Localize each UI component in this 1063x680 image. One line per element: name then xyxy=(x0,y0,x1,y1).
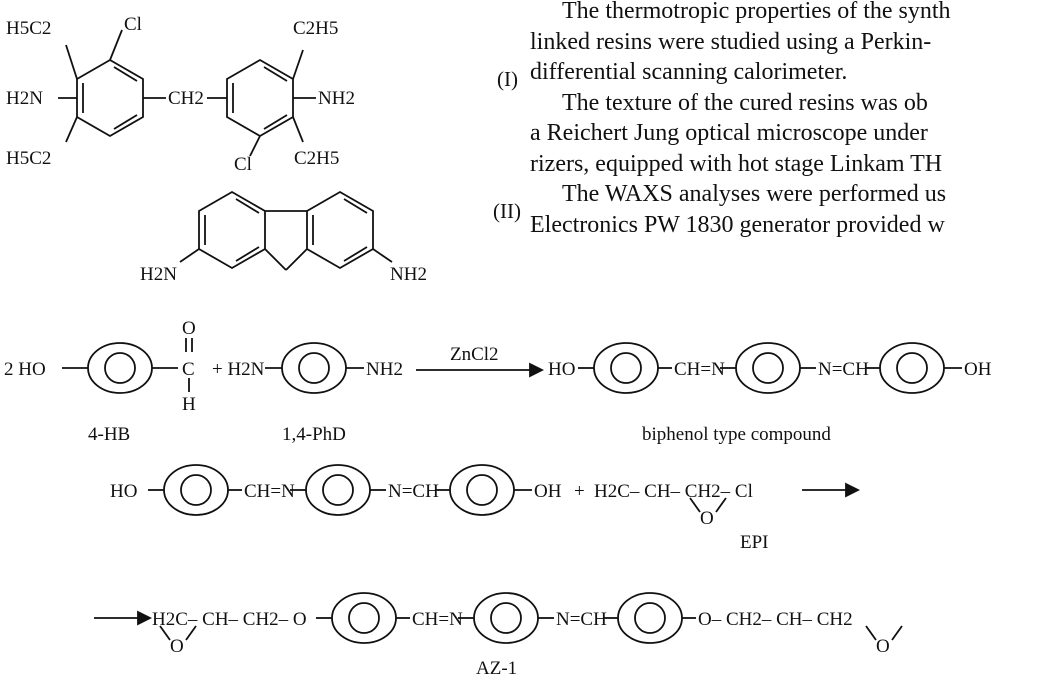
az-left-fragment: H2C– CH– CH2– O xyxy=(152,609,307,630)
structure-i-left-cl: Cl xyxy=(124,14,142,35)
product-ch-n: CH=N xyxy=(674,359,725,380)
row2-plus: + xyxy=(574,481,585,502)
az-n-ch: N=CH xyxy=(556,609,607,630)
label-phd: 1,4-PhD xyxy=(282,424,346,445)
product-n-ch: N=CH xyxy=(818,359,869,380)
label-epi: EPI xyxy=(740,532,769,553)
label-biphenol: biphenol type compound xyxy=(642,424,831,445)
compound-label-i: (I) xyxy=(497,67,518,91)
product-oh: OH xyxy=(964,359,992,380)
plus-h2n: + H2N xyxy=(212,359,265,380)
row2-oh: OH xyxy=(534,481,562,502)
text-line: rizers, equipped with hot stage Linkam T… xyxy=(530,150,943,177)
text-line: The texture of the cured resins was ob xyxy=(562,89,928,116)
structure-i-right-bottom: C2H5 xyxy=(294,148,339,169)
product-ho: HO xyxy=(548,359,575,380)
label-4hb: 4-HB xyxy=(88,424,130,445)
structure-i-bridge: CH2 xyxy=(168,88,204,109)
nh2-right: NH2 xyxy=(366,359,403,380)
az-oxygen-right: O xyxy=(876,636,890,657)
structure-i-left-bottom: H5C2 xyxy=(6,148,51,169)
text-line: The thermotropic properties of the synth xyxy=(562,0,951,24)
az-right-fragment: O– CH2– CH– CH2 xyxy=(698,609,853,630)
row2-n-ch: N=CH xyxy=(388,481,439,502)
text-line: a Reichert Jung optical microscope under xyxy=(530,120,928,146)
aldehyde-c: C xyxy=(182,359,195,380)
az-oxygen-left: O xyxy=(170,636,184,657)
catalyst-label: ZnCl2 xyxy=(450,344,499,365)
epi-fragment: H2C– CH– CH2– Cl xyxy=(594,481,753,502)
structure-i-right-top: C2H5 xyxy=(293,18,338,39)
body-paragraph: The thermotropic properties of the synth… xyxy=(530,0,1063,240)
text-line: Electronics PW 1830 generator provided w xyxy=(530,211,945,238)
aldehyde-h: H xyxy=(182,394,196,415)
epi-oxygen: O xyxy=(700,508,714,529)
structure-ii-left-amine: H2N xyxy=(140,264,177,285)
row2-ho: HO xyxy=(110,481,137,502)
structure-i-right-amine: NH2 xyxy=(318,88,355,109)
text-line: The WAXS analyses were performed us xyxy=(562,181,947,207)
row2-ch-n: CH=N xyxy=(244,481,295,502)
text-line: differential scanning calorimeter. xyxy=(530,59,848,85)
label-az1: AZ-1 xyxy=(476,658,517,679)
structure-ii-right-amine: NH2 xyxy=(390,264,427,285)
structure-i-left-amine: H2N xyxy=(6,88,43,109)
structure-i-right-cl: Cl xyxy=(234,154,252,175)
az-ch-n: CH=N xyxy=(412,609,463,630)
scheme-2-ho: 2 HO xyxy=(4,359,46,380)
text-line: linked resins were studied using a Perki… xyxy=(530,28,932,55)
compound-label-ii: (II) xyxy=(493,199,521,223)
aldehyde-o: O xyxy=(182,318,196,339)
structure-i-left-top: H5C2 xyxy=(6,18,51,39)
